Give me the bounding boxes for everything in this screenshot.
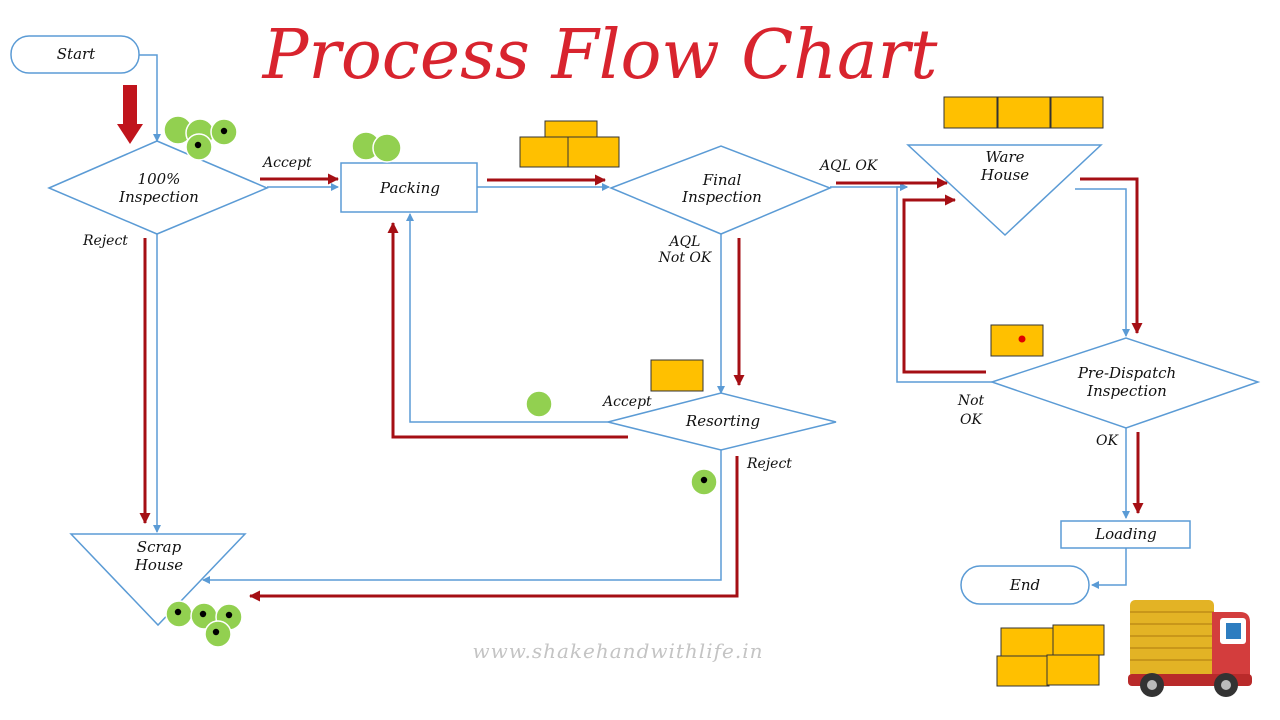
flow-predispatch-to-warehouse <box>896 183 992 383</box>
pre-dispatch-label-line1: Pre-Dispatch <box>1077 364 1176 382</box>
edge-label-accept-2: Accept <box>601 394 652 410</box>
red-arrow-resort-accept <box>387 222 628 439</box>
red-arrow-not-ok <box>902 194 986 374</box>
warehouse-node: Ware House <box>906 144 1103 237</box>
edge-label-aql-not-ok-line2: Not OK <box>658 250 713 266</box>
end-node: End <box>960 565 1090 605</box>
flow-resorting-to-scrap <box>202 450 722 584</box>
dots-near-packing-icon <box>351 131 402 163</box>
packing-node: Packing <box>340 162 478 213</box>
loading-label: Loading <box>1094 525 1157 543</box>
resorting-label: Resorting <box>685 412 760 430</box>
cartons-near-end-icon <box>996 624 1105 687</box>
flow-start-to-inspection <box>139 54 161 142</box>
end-label: End <box>1009 576 1040 594</box>
start-label: Start <box>57 45 96 63</box>
inspection-100-label-line2: Inspection <box>118 188 199 206</box>
chart-title: Process Flow Chart <box>261 16 938 95</box>
red-arrow-to-predispatch <box>1080 177 1143 334</box>
flow-warehouse-to-predispatch <box>1075 188 1130 337</box>
flow-resorting-to-packing <box>406 213 608 423</box>
start-big-arrow-icon <box>117 85 143 144</box>
packing-label: Packing <box>379 179 440 197</box>
red-arrow-resort-reject <box>249 456 739 602</box>
final-inspection-label-line1: Final <box>702 171 742 189</box>
blue-flow-lines <box>139 54 1130 589</box>
dot-near-resorting-accept-icon <box>525 390 553 418</box>
pre-dispatch-node: Pre-Dispatch Inspection <box>989 337 1261 429</box>
dot-near-resorting-reject-icon <box>690 468 718 496</box>
scrap-house-label-line1: Scrap <box>137 538 182 556</box>
cartons <box>519 96 1105 687</box>
edge-label-ok: OK <box>1096 433 1119 449</box>
dots-near-inspection-icon <box>163 115 238 161</box>
inspection-100-node: 100% Inspection <box>47 140 269 235</box>
warehouse-label-line2: House <box>980 166 1029 184</box>
edge-label-aql-ok: AQL OK <box>818 158 879 174</box>
pre-dispatch-label-line2: Inspection <box>1086 382 1167 400</box>
inspection-100-label-line1: 100% <box>138 170 181 188</box>
loading-node: Loading <box>1060 520 1191 549</box>
delivery-truck-icon <box>1128 600 1252 697</box>
scrap-house-label-line2: House <box>134 556 183 574</box>
cartons-near-packing-icon <box>519 120 620 168</box>
red-process-arrows <box>139 173 1144 602</box>
edge-label-reject-2: Reject <box>746 456 792 472</box>
warehouse-label-line1: Ware <box>985 148 1024 166</box>
scrap-house-node: Scrap House <box>69 533 247 627</box>
flow-loading-to-end <box>1091 548 1127 589</box>
carton-near-predispatch-icon <box>990 324 1044 357</box>
edge-label-accept-1: Accept <box>261 155 312 171</box>
carton-near-resorting-icon <box>650 359 704 392</box>
dots-near-scrap-house-icon <box>165 600 243 648</box>
cartons-near-warehouse-icon <box>943 96 1104 129</box>
final-inspection-label-line2: Inspection <box>681 188 762 206</box>
watermark-text: www.shakehandwithlife.in <box>473 639 764 663</box>
resorting-node: Resorting <box>607 392 837 451</box>
edge-label-not-ok-line1: Not <box>957 393 985 409</box>
final-inspection-node: Final Inspection <box>608 145 833 235</box>
start-node: Start <box>10 35 140 74</box>
product-dots <box>163 115 718 648</box>
edge-label-reject-1: Reject <box>82 233 128 249</box>
edge-label-aql-not-ok-line1: AQL <box>668 234 701 250</box>
edge-label-not-ok-line2: OK <box>960 412 983 428</box>
